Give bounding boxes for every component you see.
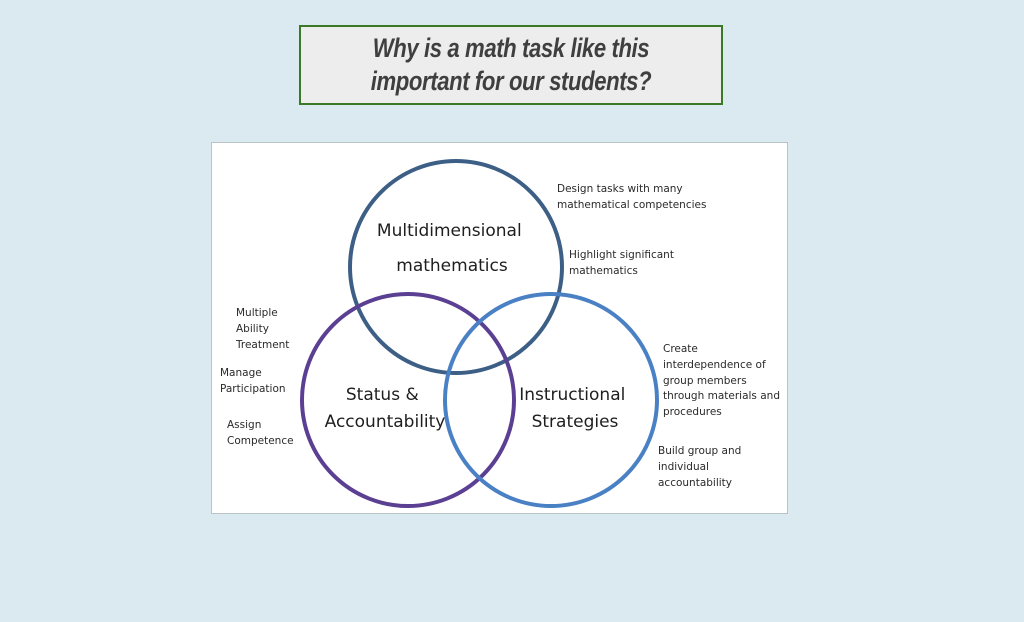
- note-design-tasks: Design tasks with many mathematical comp…: [557, 183, 706, 211]
- note-create-interdependence: Create interdependence of group members …: [663, 343, 783, 418]
- label-multidimensional: Multidimensional mathematics: [377, 221, 527, 276]
- label-status-accountability: Status & Accountability: [325, 385, 446, 432]
- venn-diagram-card: Multidimensional mathematics Status & Ac…: [211, 142, 788, 514]
- slide-title: Why is a math task like this important f…: [370, 32, 652, 98]
- title-line-1: Why is a math task like this: [372, 33, 650, 63]
- note-build-group: Build group and individual accountabilit…: [658, 445, 745, 489]
- note-multiple-ability: Multiple Ability Treatment: [235, 307, 289, 351]
- note-assign-competence: Assign Competence: [227, 419, 294, 447]
- note-manage-participation: Manage Participation: [220, 367, 286, 395]
- title-box: Why is a math task like this important f…: [299, 25, 723, 105]
- circle-multidimensional: [348, 159, 564, 375]
- circle-status-accountability: [300, 292, 516, 508]
- note-highlight-significant: Highlight significant mathematics: [569, 249, 677, 277]
- venn-diagram: Multidimensional mathematics Status & Ac…: [220, 159, 783, 508]
- title-line-2: important for our students?: [370, 66, 652, 96]
- circle-instructional-strategies: [443, 292, 659, 508]
- label-instructional-strategies: Instructional Strategies: [519, 385, 631, 432]
